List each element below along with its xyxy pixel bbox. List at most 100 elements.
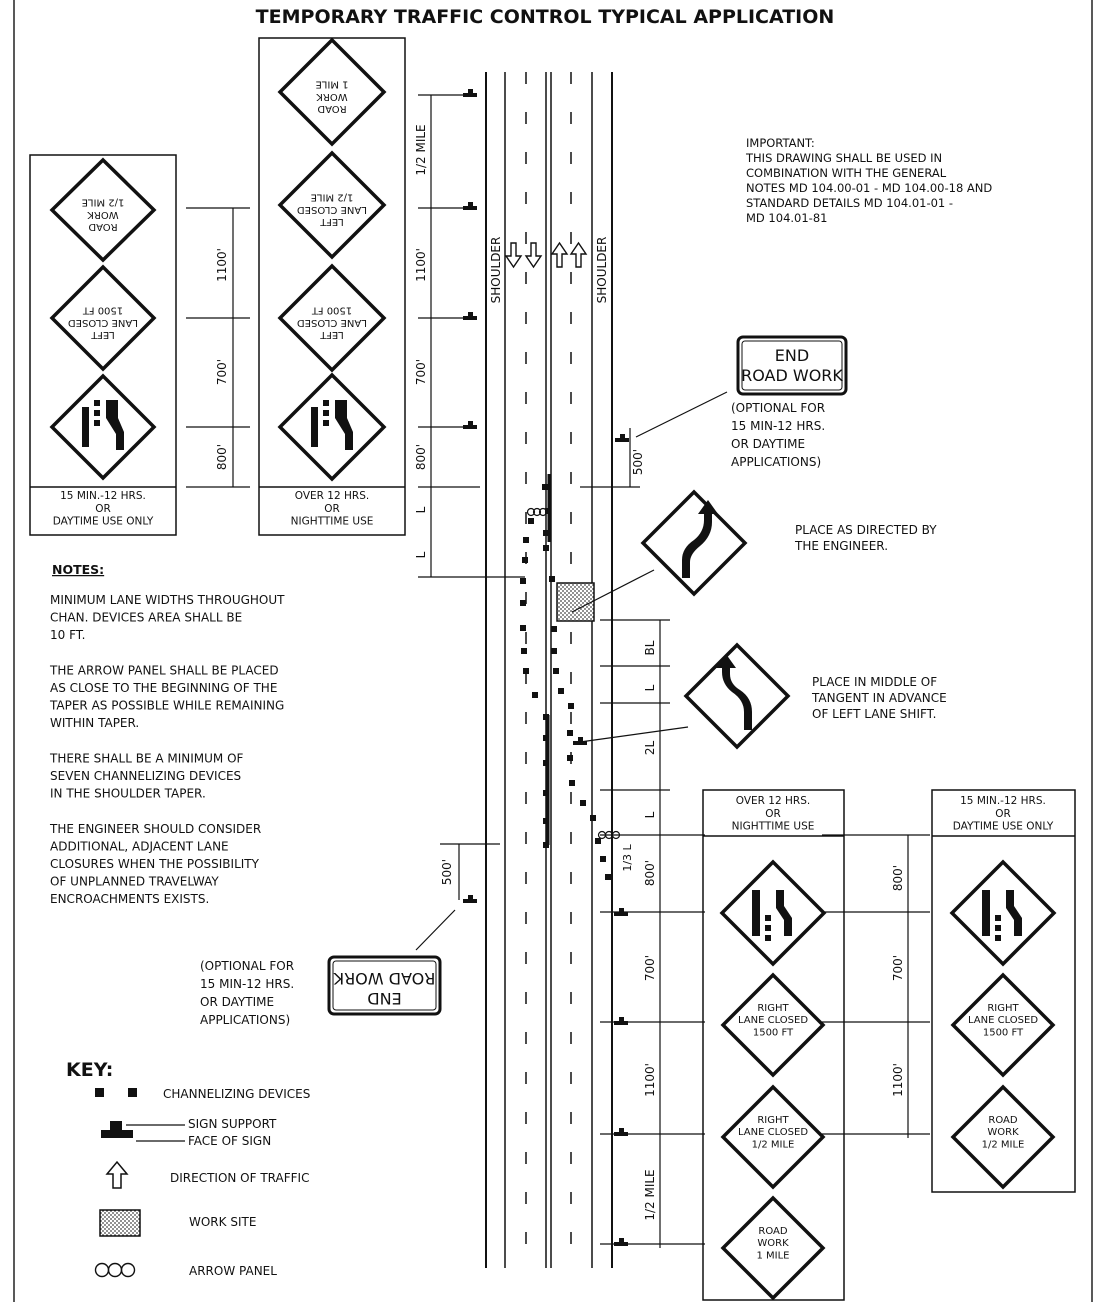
svg-text:700': 700' — [414, 359, 428, 385]
svg-text:ENDROAD WORK: ENDROAD WORK — [741, 346, 843, 385]
leader-line — [579, 726, 689, 743]
svg-text:ROADWORK1 MILE: ROADWORK1 MILE — [315, 79, 348, 114]
arrow-panel-icon — [94, 1262, 136, 1278]
legend-work-site: WORK SITE — [189, 1215, 256, 1229]
svg-text:BL: BL — [643, 640, 657, 655]
important-note: IMPORTANT: THIS DRAWING SHALL BE USED IN… — [745, 136, 992, 225]
shoulder-label-right: SHOULDER — [595, 237, 609, 304]
sign-reverse-curve-left — [683, 642, 791, 750]
leader-line — [415, 909, 456, 951]
sign-left-lane-closed-half-mile: LEFTLANE CLOSED1/2 MILE — [277, 150, 387, 260]
sign-left-lane-closed-1500: LEFTLANE CLOSED1500 FT — [49, 264, 157, 372]
svg-text:ROADWORK1/2 MILE: ROADWORK1/2 MILE — [82, 197, 125, 232]
sign-reverse-curve-right — [640, 489, 748, 597]
svg-text:800': 800' — [414, 444, 428, 470]
sign-road-work-half-mile: ROADWORK1/2 MILE — [49, 157, 157, 263]
shoulder-label-left: SHOULDER — [489, 237, 503, 304]
legend: KEY: CHANNELIZING DEVICES SIGN SUPPORT F… — [66, 1059, 310, 1278]
sign-lane-shift-symbol — [277, 372, 387, 482]
svg-text:1100': 1100' — [891, 1063, 905, 1097]
legend-direction: DIRECTION OF TRAFFIC — [170, 1171, 309, 1185]
svg-text:800': 800' — [215, 444, 229, 470]
legend-heading: KEY: — [66, 1059, 113, 1081]
svg-text:800': 800' — [643, 860, 657, 886]
notes-heading: NOTES: — [52, 562, 104, 577]
svg-text:2L: 2L — [643, 741, 657, 756]
svg-text:LEFTLANE CLOSED1500 FT: LEFTLANE CLOSED1500 FT — [297, 305, 367, 340]
svg-text:500': 500' — [631, 449, 645, 475]
legend-channelizing: CHANNELIZING DEVICES — [163, 1087, 310, 1101]
direction-arrows — [504, 241, 588, 269]
sign-supports-left — [463, 89, 477, 903]
important-line: COMBINATION WITH THE GENERAL — [746, 166, 947, 180]
svg-text:1/2 MILE: 1/2 MILE — [414, 124, 428, 175]
important-line: MD 104.01-81 — [746, 211, 827, 225]
sign-lane-shift-symbol — [949, 859, 1057, 967]
work-site-icon — [99, 1209, 141, 1237]
svg-text:L: L — [643, 684, 657, 691]
svg-text:700': 700' — [215, 359, 229, 385]
svg-text:500': 500' — [440, 859, 454, 885]
svg-text:700': 700' — [891, 955, 905, 981]
svg-text:ROADWORK1 MILE: ROADWORK1 MILE — [756, 1226, 789, 1261]
sign-end-road-work-lower: ENDROAD WORK — [327, 955, 442, 1016]
legend-sign-support: SIGN SUPPORT — [188, 1117, 277, 1131]
svg-text:700': 700' — [643, 955, 657, 981]
channelizing-devices — [520, 484, 611, 880]
left-dimension-labels: 1100' 700' 800' 1/2 MILE 1100' 700' 800'… — [215, 124, 428, 558]
svg-text:ROADWORK1/2 MILE: ROADWORK1/2 MILE — [982, 1115, 1025, 1150]
page-title: TEMPORARY TRAFFIC CONTROL TYPICAL APPLIC… — [256, 6, 835, 28]
svg-text:L: L — [414, 551, 428, 558]
svg-text:1/3 L: 1/3 L — [621, 843, 634, 871]
svg-text:1/2 MILE: 1/2 MILE — [643, 1169, 657, 1220]
important-line: NOTES MD 104.00-01 - MD 104.00-18 AND — [746, 181, 992, 195]
important-line: IMPORTANT: — [746, 136, 815, 150]
svg-text:800': 800' — [891, 865, 905, 891]
sign-left-lane-closed-1500: LEFTLANE CLOSED1500 FT — [277, 263, 387, 373]
right-dimension-labels: BL L 2L L 1/3 L 800' 700' 1100' 1/2 MILE… — [440, 449, 905, 1221]
important-line: STANDARD DETAILS MD 104.01-01 - — [746, 196, 953, 210]
sign-lane-shift-symbol — [49, 373, 157, 481]
leader-line — [571, 569, 655, 613]
sign-lane-shift-symbol — [719, 859, 827, 967]
leader-line — [635, 391, 728, 438]
svg-text:1100': 1100' — [643, 1063, 657, 1097]
svg-text:1100': 1100' — [215, 248, 229, 282]
legend-face-of-sign: FACE OF SIGN — [188, 1134, 271, 1148]
svg-text:L: L — [643, 811, 657, 818]
left-dimensions — [186, 94, 640, 578]
sign-road-work-1-mile: ROADWORK1 MILE — [277, 37, 387, 147]
important-line: THIS DRAWING SHALL BE USED IN — [745, 151, 942, 165]
legend-arrow-panel: ARROW PANEL — [189, 1264, 277, 1278]
arrow-panel — [526, 507, 548, 517]
svg-text:LEFTLANE CLOSED1500 FT: LEFTLANE CLOSED1500 FT — [68, 305, 138, 340]
roadway — [485, 72, 613, 1268]
svg-text:ENDROAD WORK: ENDROAD WORK — [333, 969, 435, 1008]
svg-text:LEFTLANE CLOSED1/2 MILE: LEFTLANE CLOSED1/2 MILE — [297, 192, 367, 227]
direction-arrow-icon — [105, 1160, 129, 1189]
svg-text:L: L — [414, 506, 428, 513]
work-site — [556, 582, 595, 622]
